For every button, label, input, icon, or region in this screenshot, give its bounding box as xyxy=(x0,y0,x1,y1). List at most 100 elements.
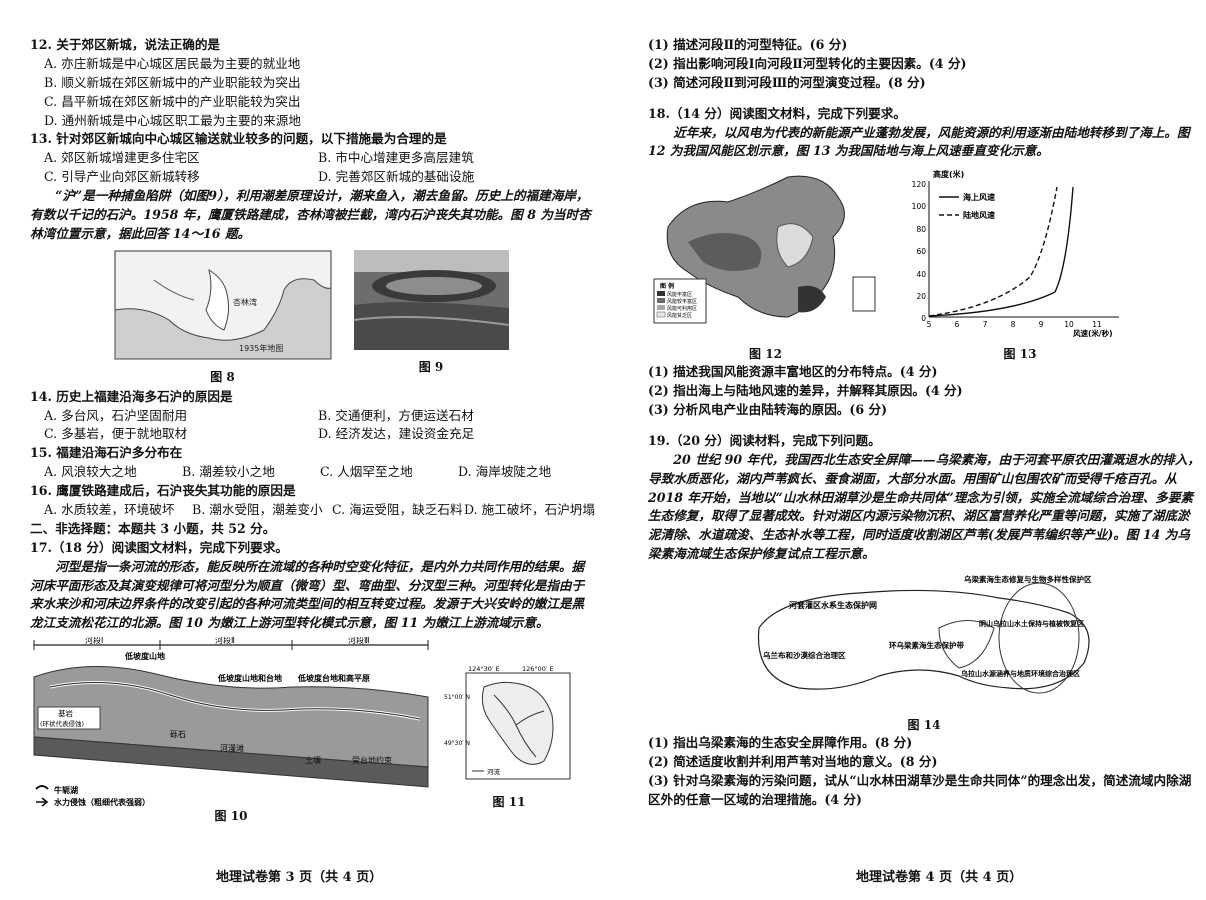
fig10-label-terrace: 受台地约束 xyxy=(352,755,392,765)
fig10-diagram: 河段Ⅰ 河段Ⅱ 河段Ⅲ 低坡度山地 低坡度山地和台地 低坡度台地和高平原 基岩 … xyxy=(33,635,429,807)
fig10-segment1: 河段Ⅰ xyxy=(85,637,103,645)
fig9-caption: 图 9 xyxy=(418,359,444,374)
section2-heading: 二、非选择题：本题共 3 小题，共 52 分。 xyxy=(30,520,276,536)
fig8-fig9-row: 杏林湾 1935年地图 图 8 图 9 xyxy=(30,249,592,386)
fig12-legend-3: 风能可利用区 xyxy=(667,305,697,312)
fig13-chart: 高度(米) 120 100 80 60 40 20 0 5 6 7 8 xyxy=(912,169,1119,338)
fig13: 高度(米) 120 100 80 60 40 20 0 5 6 7 8 xyxy=(905,167,1135,363)
q17-sub2: (2) 指出影响河段Ⅰ向河段Ⅱ河型转化的主要因素。(4 分) xyxy=(648,55,967,71)
fig13-ylabel: 高度(米) xyxy=(933,169,964,179)
q16-option-c: C. 海运受阻，缺乏石料 xyxy=(332,502,463,518)
fig12-caption: 图 12 xyxy=(749,347,782,362)
erosion-arrow-icon xyxy=(36,797,49,807)
q16-stem: 16. 鹰厦铁路建成后，石沪丧失其功能的原因是 xyxy=(30,483,296,499)
q16-option-a: A. 水质较差，环境破坏 xyxy=(44,502,175,518)
q17-stem: 17.（18 分）阅读图文材料，完成下列要求。 xyxy=(30,539,288,555)
q13-option-c: C. 引导产业向郊区新城转移 xyxy=(44,169,200,185)
fig11-lat1: 51°00′ N xyxy=(444,694,470,701)
fig13-xtick-11: 11 xyxy=(1092,320,1102,329)
q14-intro: “沪”是一种捕鱼陷阱（如图9），利用潮差原理设计，潮来鱼入，潮去鱼留。历史上的福… xyxy=(30,188,591,241)
q13-stem: 13. 针对郊区新城向中心城区输送就业较多的问题，以下措施最为合理的是 xyxy=(30,131,447,147)
fig10-label-lake: 河漫滩 xyxy=(220,743,244,753)
q12-option-c: C. 昌平新城在郊区新城中的产业职能较为突出 xyxy=(44,93,301,109)
fig12-legend-1: 风能丰富区 xyxy=(667,291,692,298)
q12-option-a: A. 亦庄新城是中心城区居民最为主要的就业地 xyxy=(44,55,301,71)
fig11-lat2: 49°30′ N xyxy=(444,740,470,747)
q17-sub1: (1) 描述河段Ⅱ的河型特征。(6 分) xyxy=(648,37,848,52)
fig13-ytick-120: 120 xyxy=(912,180,927,189)
fig11: 124°30′ E 126°00′ E 51°00′ N 49°30′ N 河流… xyxy=(444,637,574,825)
fig13-xlabel: 风速(米/秒) xyxy=(1073,328,1113,337)
fig14-diagram: 河套灌区水系生态保护网 乌兰布和沙漠综合治理区 环乌梁素海生态保护带 乌梁素海生… xyxy=(757,574,1092,694)
fig14-label-west: 乌兰布和沙漠综合治理区 xyxy=(763,650,846,660)
fig12-fig13-row: 图 例 风能丰富区 风能较丰富区 风能可利用区 风能贫乏区 图 12 高度(米)… xyxy=(648,167,1200,363)
fig8-map: 杏林湾 1935年地图 xyxy=(114,250,331,360)
fig8-year-label: 1935年地图 xyxy=(239,343,283,353)
fig11-caption: 图 11 xyxy=(492,795,526,810)
q14-option-a: A. 多台风，石沪坚固耐用 xyxy=(44,407,188,423)
fig10-label-mid: 低坡度山地和台地 xyxy=(217,673,282,683)
q17-text: 河型是指一条河流的形态，能反映所在流域的各种时空变化特征，是内外力共同作用的结果… xyxy=(30,558,585,631)
fig12-map: 图 例 风能丰富区 风能较丰富区 风能可利用区 风能贫乏区 xyxy=(653,176,876,324)
fig9: 图 9 xyxy=(353,249,509,386)
q15-stem: 15. 福建沿海石沪多分布在 xyxy=(30,445,183,461)
q14-option-d: D. 经济发达，建设资金充足 xyxy=(318,426,475,442)
q18-stem: 18.（14 分）阅读图文材料，完成下列要求。 xyxy=(648,105,906,121)
q17-sub3: (3) 简述河段Ⅱ到河段Ⅲ的河型演变过程。(8 分) xyxy=(648,74,926,90)
left-page: 12. 关于郊区新城，说法正确的是 A. 亦庄新城是中心城区居民最为主要的就业地… xyxy=(30,36,595,900)
fig10-segment3: 河段Ⅲ xyxy=(348,637,370,645)
q15-option-a: A. 风浪较大之地 xyxy=(44,464,137,480)
fig13-xtick-8: 8 xyxy=(1011,320,1016,329)
q14-options-row2: C. 多基岩，便于就地取材 D. 经济发达，建设资金充足 xyxy=(44,425,592,444)
fig12-legend-4: 风能贫乏区 xyxy=(667,312,692,319)
q14-stem: 14. 历史上福建沿海多石沪的原因是 xyxy=(30,388,233,404)
fig9-photo xyxy=(353,249,509,350)
fig13-caption: 图 13 xyxy=(1003,347,1037,362)
q15-option-c: C. 人烟罕至之地 xyxy=(320,464,413,480)
fig13-ytick-40: 40 xyxy=(916,270,926,279)
q18-sub2: (2) 指出海上与陆地风速的差异，并解释其原因。(4 分) xyxy=(648,383,963,399)
fig13-land-curve xyxy=(928,187,1058,318)
fig10-fig11-row: 河段Ⅰ 河段Ⅱ 河段Ⅲ 低坡度山地 低坡度山地和台地 低坡度台地和高平原 基岩 … xyxy=(30,635,592,825)
fig14-label-north: 河套灌区水系生态保护网 xyxy=(789,600,877,610)
fig13-xtick-10: 10 xyxy=(1064,320,1074,329)
fig14-label-mid: 阴山乌拉山水土保持与植被恢复区 xyxy=(979,619,1084,628)
fig8: 杏林湾 1935年地图 图 8 xyxy=(114,250,332,386)
fig14-label-ring: 环乌梁素海生态保护带 xyxy=(889,640,964,650)
fig10-legend-oxbow: 牛轭湖 xyxy=(54,785,78,795)
q19-sub3: (3) 针对乌梁素海的污染问题，试从“山水林田湖草沙是生命共同体”的理念出发，简… xyxy=(648,772,1192,807)
q14-options-row1: A. 多台风，石沪坚固耐用 B. 交通便利，方便运送石材 xyxy=(44,407,592,426)
fig11-lon2: 126°00′ E xyxy=(522,665,554,673)
right-page: (1) 描述河段Ⅱ的河型特征。(6 分) (2) 指出影响河段Ⅰ向河段Ⅱ河型转化… xyxy=(648,36,1200,900)
fig10-label-upland: 低坡度山地 xyxy=(124,651,165,661)
fig13-xtick-6: 6 xyxy=(955,320,960,329)
fig14-label-top: 乌梁素海生态修复与生物多样性保护区 xyxy=(964,574,1092,584)
q15-option-b: B. 潮差较小之地 xyxy=(182,464,275,480)
q12-option-b: B. 顺义新城在郊区新城中的产业职能较为突出 xyxy=(44,74,301,90)
fig13-xtick-5: 5 xyxy=(927,320,932,329)
fig11-legend-river: 河流 xyxy=(487,767,501,776)
fig10-label-plain: 低坡度台地和高平原 xyxy=(297,673,370,683)
fig12: 图 例 风能丰富区 风能较丰富区 风能可利用区 风能贫乏区 图 12 xyxy=(648,167,883,363)
q16-options: A. 水质较差，环境破坏 B. 潮水受阻，潮差变小 C. 海运受阻，缺乏石料 D… xyxy=(44,501,595,520)
fig13-ytick-100: 100 xyxy=(912,202,927,211)
fig13-legend-land: 陆地风速 xyxy=(963,210,995,220)
fig10-label-base2: (环状代表侵蚀) xyxy=(40,719,84,728)
fig10-segment2: 河段Ⅱ xyxy=(215,637,235,645)
fig13-sea-curve xyxy=(928,187,1074,318)
fig13-xtick-7: 7 xyxy=(983,320,988,329)
fig10-label-base: 基岩 xyxy=(58,708,73,718)
fig13-ytick-60: 60 xyxy=(916,247,926,256)
q16-option-d: D. 施工破坏，石沪坍塌 xyxy=(464,502,595,518)
fig13-ytick-20: 20 xyxy=(916,292,926,301)
fig11-map: 124°30′ E 126°00′ E 51°00′ N 49°30′ N 河流 xyxy=(444,665,571,780)
q13-option-b: B. 市中心增建更多高层建筑 xyxy=(318,150,474,166)
fig12-legend-title: 图 例 xyxy=(660,282,674,290)
q14-option-b: B. 交通便利，方便运送石材 xyxy=(318,407,474,423)
q13-option-d: D. 完善郊区新城的基础设施 xyxy=(318,169,475,185)
q19-sub1: (1) 指出乌梁素海的生态安全屏障作用。(8 分) xyxy=(648,735,913,751)
q19-sub2: (2) 简述适度收割并利用芦苇对当地的意义。(8 分) xyxy=(648,753,938,769)
fig14-label-east: 乌拉山水源涵养与地质环境综合治理区 xyxy=(961,669,1080,678)
q13-options-row2: C. 引导产业向郊区新城转移 D. 完善郊区新城的基础设施 xyxy=(44,168,592,187)
fig10-caption: 图 10 xyxy=(214,809,248,824)
